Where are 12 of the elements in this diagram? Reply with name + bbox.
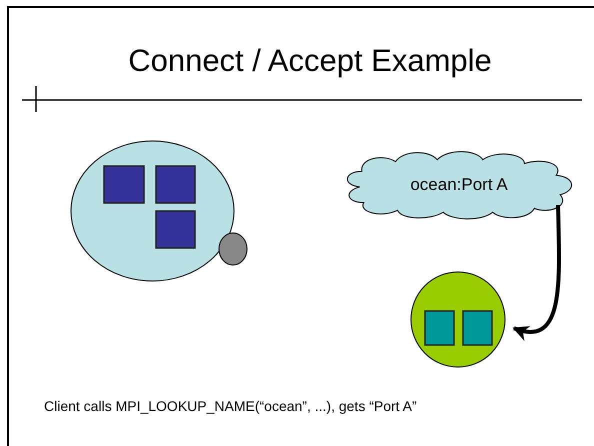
slide-title: Connect / Accept Example	[127, 42, 493, 80]
oval-shape	[70, 140, 235, 282]
curved-arrow	[512, 204, 561, 340]
square-block	[103, 165, 145, 204]
oval-shape	[410, 271, 506, 368]
square-block	[462, 310, 493, 346]
caption-text: Client calls MPI_LOOKUP_NAME(“ocean”, ...), gets “Port A”	[44, 397, 417, 416]
square-block	[155, 165, 196, 204]
cloud-label: ocean:Port A	[410, 174, 508, 196]
oval-shape	[218, 232, 248, 266]
square-block	[424, 310, 455, 346]
square-block	[155, 210, 196, 249]
